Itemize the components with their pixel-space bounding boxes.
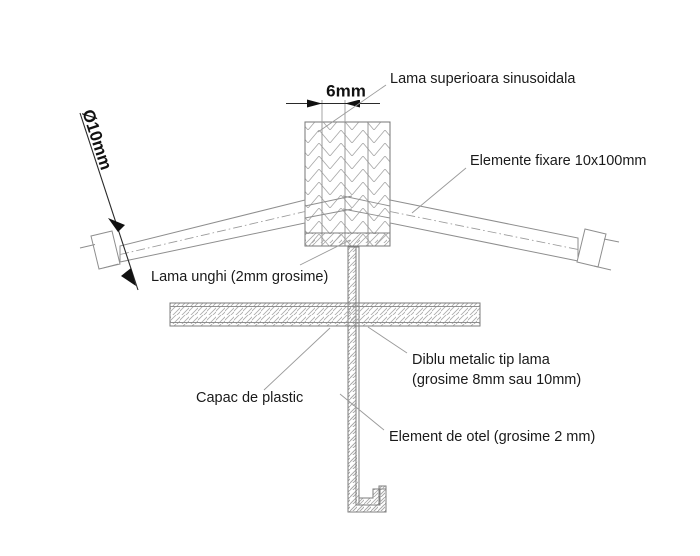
leader-angle-blade: [299, 239, 351, 266]
leader-lines: [263, 84, 467, 431]
label-plastic-cap: Capac de plastic: [196, 390, 303, 406]
text-labels: Lama superioara sinusoidala Elemente fix…: [151, 71, 647, 445]
fixing-element-right: [342, 195, 620, 271]
diameter-arrow-upper: [108, 218, 125, 232]
dimension-6mm: 6mm: [286, 80, 380, 122]
fixing-right-centerline: [389, 211, 579, 250]
upper-blade-block: [304, 121, 391, 247]
dimension-6mm-text: 6mm: [326, 81, 366, 100]
steel-element-part: [347, 246, 387, 513]
fixing-left-head: [90, 230, 121, 270]
leader-top-blade: [317, 84, 387, 133]
label-angle-blade: Lama unghi (2mm grosime): [151, 269, 328, 285]
fixing-element-left: [79, 195, 353, 270]
dimension-arrow-right: [345, 99, 360, 108]
fixing-left-centerline: [119, 211, 306, 255]
blade-block-base-strip: [304, 232, 391, 247]
plastic-cap-plate: [169, 302, 481, 327]
fixing-left-shaft: [119, 199, 306, 263]
blade-block-body: [304, 121, 391, 247]
leader-plastic-cap: [263, 327, 331, 391]
fixing-right-head: [576, 228, 607, 268]
label-steel-element: Element de otel (grosime 2 mm): [389, 429, 595, 445]
horizontal-plate-assembly: [169, 302, 481, 327]
label-fixing-elements: Elemente fixare 10x100mm: [470, 153, 647, 169]
diameter-arrow-lower: [121, 268, 136, 286]
dimension-arrow-left: [307, 99, 322, 108]
label-metal-dowel-line2: (grosime 8mm sau 10mm): [412, 372, 581, 388]
leader-steel-element: [339, 393, 385, 431]
leader-metal-dowel: [367, 326, 408, 354]
leader-fixing-elements: [411, 167, 467, 214]
label-metal-dowel-line1: Diblu metalic tip lama: [412, 352, 551, 368]
label-top-blade: Lama superioara sinusoidala: [390, 71, 576, 87]
dimension-diameter-text: Ø10mm: [78, 107, 115, 172]
